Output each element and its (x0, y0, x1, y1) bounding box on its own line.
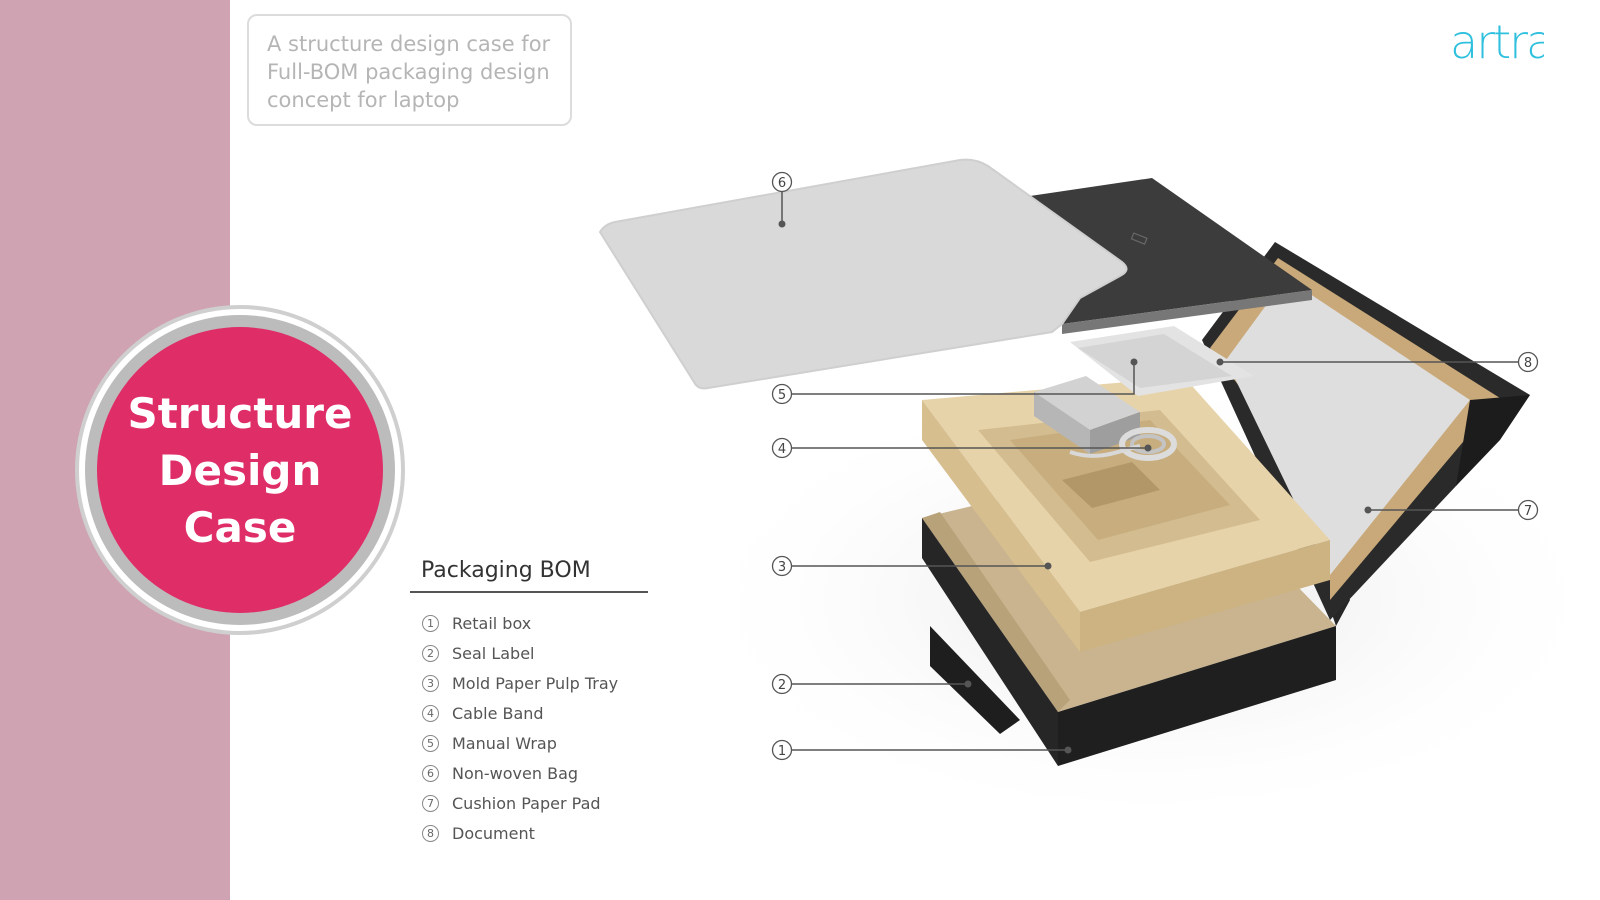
seal-label (930, 626, 1020, 734)
retail-box-lid (1202, 242, 1530, 620)
bom-item: 1 Retail box (422, 608, 618, 638)
callout-4: 4 (771, 437, 793, 459)
artra-logo: artra (1450, 15, 1544, 68)
bom-number-badge: 8 (422, 824, 439, 842)
bom-item-label: Document (452, 823, 535, 843)
intro-line-1: A structure design case for (267, 32, 551, 56)
bom-item: 3 Mold Paper Pulp Tray (422, 668, 618, 698)
bom-list: 1 Retail box 2 Seal Label 3 Mold Paper Pulp… (422, 608, 618, 848)
bom-item: 4 Cable Band (422, 698, 618, 728)
bom-number-badge: 1 (422, 614, 439, 632)
callout-6: 6 (771, 171, 793, 193)
intro-line-2: Full-BOM packaging design (267, 60, 550, 84)
bom-number-badge: 4 (422, 704, 439, 722)
bom-number-badge: 6 (422, 764, 439, 782)
callout-leaders (781, 191, 1518, 751)
callout-7: 7 (1517, 499, 1539, 521)
svg-text:3: 3 (778, 560, 786, 575)
svg-text:5: 5 (778, 388, 786, 403)
intro-line-3: concept for laptop (267, 88, 460, 112)
badge-line-2: Design (158, 445, 322, 495)
bom-title: Packaging BOM (421, 558, 591, 583)
bom-number-badge: 5 (422, 734, 439, 752)
bom-number-badge: 2 (422, 644, 439, 662)
badge-line-3: Case (183, 502, 297, 552)
power-adapter (1034, 376, 1140, 454)
svg-text:6: 6 (778, 176, 786, 191)
callout-2: 2 (771, 673, 793, 695)
intro-text-box: A structure design case for Full-BOM pac… (247, 14, 572, 126)
callout-8: 8 (1517, 351, 1539, 373)
non-woven-bag (598, 158, 1128, 390)
svg-text:4: 4 (778, 442, 786, 457)
bom-item-label: Retail box (452, 613, 532, 633)
bom-number-badge: 3 (422, 674, 439, 692)
bom-number-badge: 7 (422, 794, 439, 812)
badge-line-1: Structure (127, 388, 353, 438)
bom-item: 2 Seal Label (422, 638, 618, 668)
bom-item: 6 Non-woven Bag (422, 758, 618, 788)
logo-text: artra (1450, 15, 1544, 68)
callout-5: 5 (771, 383, 793, 405)
svg-text:1: 1 (778, 744, 786, 759)
bom-item-label: Cable Band (452, 703, 544, 723)
callout-1: 1 (771, 739, 793, 761)
bom-title-underline (410, 591, 648, 593)
callout-dots (778, 220, 1372, 754)
bom-item-label: Manual Wrap (452, 733, 557, 753)
bom-item: 8 Document (422, 818, 618, 848)
svg-text:8: 8 (1524, 356, 1532, 371)
bom-item: 5 Manual Wrap (422, 728, 618, 758)
bom-item-label: Seal Label (452, 643, 535, 663)
manual-wrap-inner (1078, 334, 1232, 388)
bom-item-label: Mold Paper Pulp Tray (452, 673, 619, 693)
bom-item-label: Non-woven Bag (452, 763, 579, 783)
svg-text:7: 7 (1524, 504, 1532, 519)
section-badge: Structure Design Case (97, 327, 383, 613)
bom-item-label: Cushion Paper Pad (452, 793, 601, 813)
bom-item: 7 Cushion Paper Pad (422, 788, 618, 818)
svg-text:2: 2 (778, 678, 786, 693)
pulp-tray (922, 377, 1330, 652)
callout-3: 3 (771, 555, 793, 577)
